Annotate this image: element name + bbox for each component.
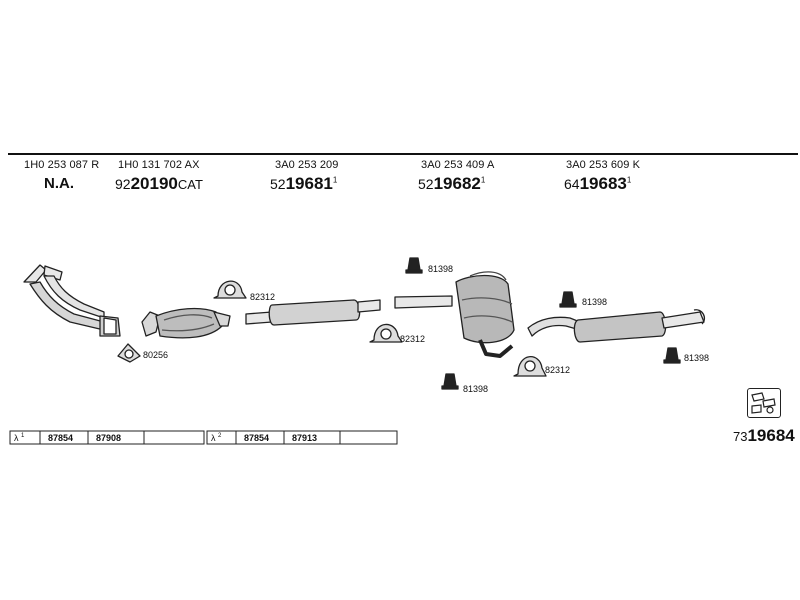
sensor-2-part-b[interactable]: 87913 xyxy=(292,433,317,443)
middle-pipe-part[interactable] xyxy=(245,299,381,326)
rear-silencer-part[interactable] xyxy=(527,309,706,343)
part-main: 19683 xyxy=(579,174,627,193)
hanger-1-label: 81398 xyxy=(428,264,453,274)
sensor-2-part-a[interactable]: 87854 xyxy=(244,433,269,443)
lambda-index: 2 xyxy=(218,433,222,439)
part-number-middle-silencer[interactable]: 52196821 xyxy=(418,174,485,194)
hanger-3-label: 81398 xyxy=(582,297,607,307)
part-sup: 1 xyxy=(626,175,632,185)
part-prefix: 92 xyxy=(115,176,131,192)
hanger-4-label: 81398 xyxy=(684,353,709,363)
sensor-1-part-b[interactable]: 87908 xyxy=(96,433,121,443)
oe-number-front-pipe: 1H0 253 087 R xyxy=(24,159,100,171)
kit-prefix: 73 xyxy=(733,429,748,444)
lambda-index: 1 xyxy=(21,433,25,439)
oe-number-middle-pipe: 3A0 253 209 xyxy=(275,159,339,171)
part-prefix: 64 xyxy=(564,176,580,192)
clamp-c-label: 82312 xyxy=(545,365,570,375)
not-available-label: N.A. xyxy=(44,175,74,192)
rubber-hanger-icon[interactable] xyxy=(559,291,577,308)
rubber-hanger-icon[interactable] xyxy=(405,257,423,274)
clamp-icon[interactable] xyxy=(513,356,547,377)
part-prefix: 52 xyxy=(270,176,286,192)
clamp-icon[interactable] xyxy=(213,280,247,299)
sensor-1-part-a[interactable]: 87854 xyxy=(48,433,73,443)
front-pipe-part[interactable] xyxy=(23,264,121,337)
part-prefix: 52 xyxy=(418,176,434,192)
complete-kit-number[interactable]: 7319684 xyxy=(733,426,795,446)
part-number-middle-pipe[interactable]: 52196811 xyxy=(270,174,337,194)
lambda-symbol: λ xyxy=(211,433,216,443)
oe-number-catalyst: 1H0 131 702 AX xyxy=(118,159,200,171)
oe-number-rear-silencer: 3A0 253 609 K xyxy=(566,159,641,171)
lambda-sensor-icon: λ 1 xyxy=(14,433,25,443)
sensor-table xyxy=(9,430,398,445)
rubber-hanger-icon[interactable] xyxy=(663,347,681,364)
gasket-label: 80256 xyxy=(143,350,168,360)
part-main: 19682 xyxy=(433,174,481,193)
part-main: 19681 xyxy=(285,174,333,193)
clamp-b-label: 82312 xyxy=(400,334,425,344)
lambda-sensor-icon: λ 2 xyxy=(211,433,222,443)
part-number-catalyst[interactable]: 9220190CAT xyxy=(115,174,203,194)
header-rule xyxy=(8,153,798,155)
kit-box-icon xyxy=(747,388,781,418)
rubber-hanger-icon[interactable] xyxy=(441,373,459,390)
kit-main: 19684 xyxy=(747,426,795,445)
gasket-icon[interactable] xyxy=(117,343,141,363)
middle-silencer-part[interactable] xyxy=(394,271,515,358)
part-suffix: CAT xyxy=(177,177,203,192)
lambda-symbol: λ xyxy=(14,433,19,443)
part-number-rear-silencer[interactable]: 64196831 xyxy=(564,174,631,194)
catalytic-converter-part[interactable] xyxy=(141,307,231,339)
part-sup: 1 xyxy=(332,175,338,185)
part-main: 20190 xyxy=(130,174,178,193)
part-sup: 1 xyxy=(480,175,486,185)
clamp-icon[interactable] xyxy=(369,323,403,343)
hanger-2-label: 81398 xyxy=(463,384,488,394)
oe-number-middle-silencer: 3A0 253 409 A xyxy=(421,159,495,171)
clamp-a-label: 82312 xyxy=(250,292,275,302)
